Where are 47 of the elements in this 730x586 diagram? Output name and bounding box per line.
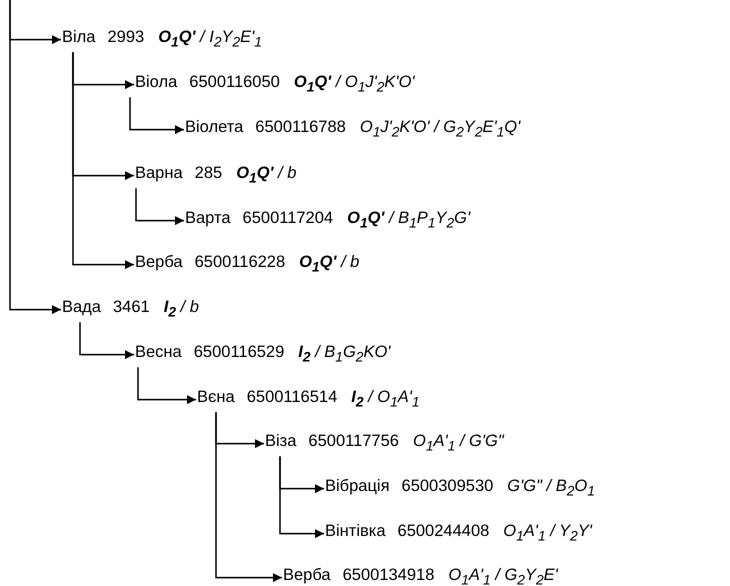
gene-formula: I$_{2}$ / O$_{1}$A'$_{1}$	[351, 387, 420, 412]
catalog-number: 6500116514	[246, 387, 338, 408]
arrow	[279, 456, 324, 538]
variety-name: Віола	[135, 72, 178, 93]
variety-name: Вєна	[197, 387, 235, 408]
arrow	[137, 367, 196, 404]
catalog-number: 2993	[107, 27, 144, 48]
gene-formula: O$_{1}$A'$_{1}$ / Y$_{2}$Y'	[503, 521, 592, 546]
variety-name: Вада	[62, 297, 101, 318]
gene-formula: O$_{1}$Q' / B$_{1}$P$_{1}$Y$_{2}$G'	[347, 208, 470, 232]
arrow	[9, 0, 61, 314]
catalog-number: 6500309530	[402, 476, 494, 497]
variety-name: Вінтівка	[325, 521, 386, 542]
catalog-number: 6500116228	[194, 252, 286, 273]
variety-name: Віла	[62, 27, 96, 48]
gene-formula: O$_{1}$Q' / b	[299, 252, 360, 276]
arrow	[72, 52, 134, 270]
variety-name: Верба	[283, 565, 331, 586]
variety-name: Верба	[135, 252, 183, 273]
catalog-number: 285	[194, 163, 222, 184]
catalog-number: 6500116788	[255, 117, 346, 138]
catalog-number: 3461	[113, 297, 150, 318]
catalog-number: 6500244408	[398, 521, 490, 542]
gene-formula: O$_{1}$J'$_{2}$K'O' / G$_{2}$Y$_{2}$E'$_{1}$Q'	[360, 117, 520, 142]
variety-name: Віза	[265, 431, 296, 452]
catalog-number: 6500116529	[194, 342, 284, 363]
arrow	[135, 188, 184, 226]
catalog-number: 6500116050	[189, 72, 280, 93]
catalog-number: 6500117756	[308, 431, 399, 452]
variety-name: Весна	[135, 342, 182, 363]
catalog-number: 6500117204	[242, 208, 334, 229]
gene-formula: O$_{1}$A'$_{1}$ / G$_{2}$Y$_{2}$E'	[448, 565, 558, 586]
variety-name: Варна	[135, 163, 183, 184]
arrow	[79, 322, 134, 360]
gene-formula: O$_{1}$Q' / O$_{1}$J'$_{2}$K'O'	[294, 72, 415, 96]
variety-name: Віолета	[185, 117, 244, 138]
gene-formula: I$_{2}$ / B$_{1}$G$_{2}$KO'	[298, 342, 390, 366]
catalog-number: 6500134918	[342, 565, 434, 586]
gene-formula: O$_{1}$A'$_{1}$ / G'G"	[412, 431, 504, 456]
arrow	[215, 412, 282, 582]
variety-name: Вібрація	[325, 476, 390, 497]
variety-name: Варта	[185, 208, 231, 229]
gene-formula: O$_{1}$Q' / I$_{2}$Y$_{2}$E'$_{1}$	[158, 27, 262, 52]
gene-formula: G'G" / B$_{2}$O$_{1}$	[507, 476, 595, 500]
arrow	[129, 97, 184, 134]
gene-formula: I$_{2}$ / b	[164, 297, 199, 322]
gene-formula: O$_{1}$Q' / b	[236, 163, 296, 188]
